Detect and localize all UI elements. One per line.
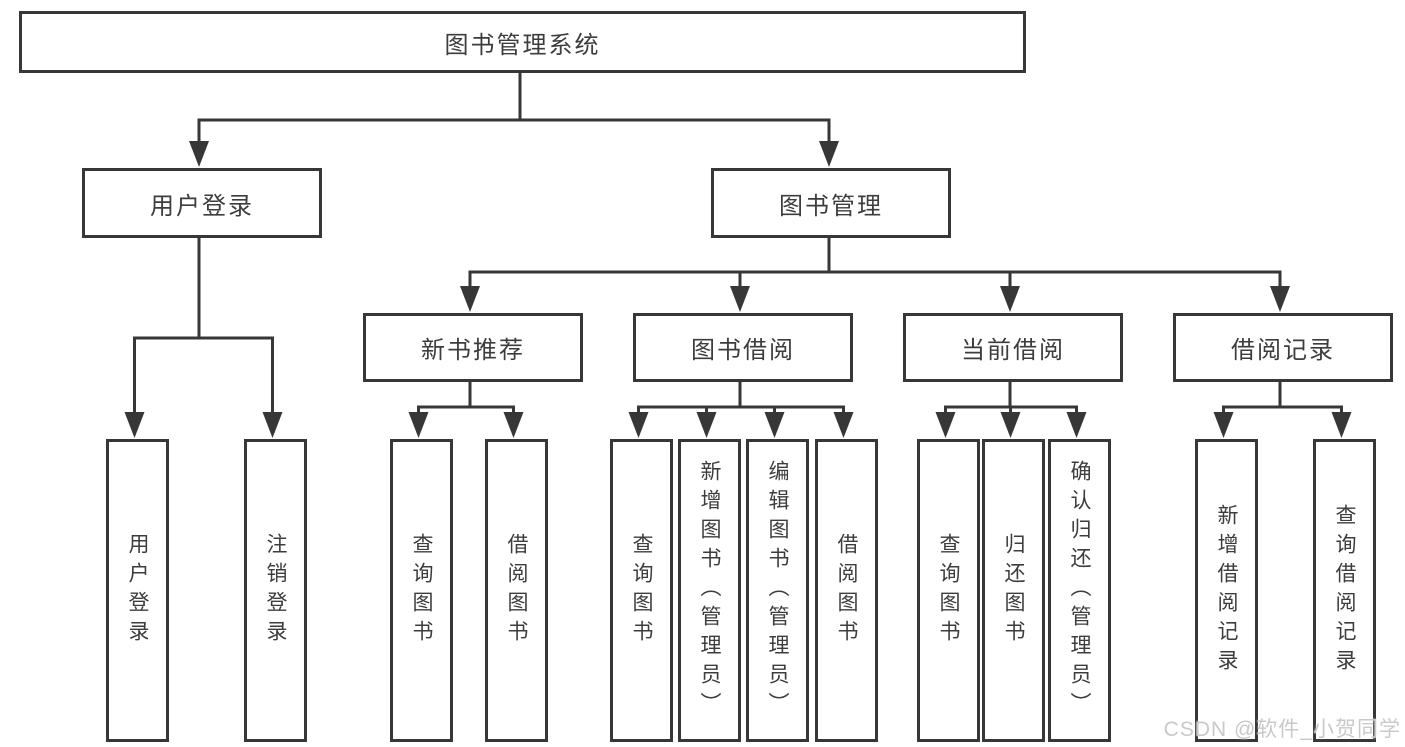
arrow-down-icon <box>1270 286 1290 312</box>
watermark: CSDN @软件_小贺同学 <box>1163 718 1401 741</box>
arrow-down-icon <box>1331 412 1352 438</box>
arrow-down-icon <box>189 141 209 167</box>
node-label: 查询图书 <box>937 532 961 649</box>
node-label: 借阅记录 <box>1231 337 1335 364</box>
node-label: 编辑图书（管理员） <box>766 460 790 721</box>
connector-line <box>637 374 845 422</box>
node-leaf-query-books-1: 查询图书 <box>390 439 453 742</box>
arrow-down-icon <box>1000 286 1020 312</box>
arrow-down-icon <box>819 141 839 167</box>
connector-line <box>197 65 831 152</box>
arrow-down-icon <box>1066 412 1087 438</box>
node-leaf-edit-books-admin: 编辑图书（管理员） <box>746 439 809 742</box>
node-leaf-borrow-books-1: 借阅图书 <box>485 439 548 742</box>
arrow-down-icon <box>124 412 145 438</box>
arrow-down-icon <box>935 412 956 438</box>
node-borrowing-records: 借阅记录 <box>1173 313 1393 382</box>
node-current-borrowing: 当前借阅 <box>903 313 1123 382</box>
connector-line <box>417 374 515 422</box>
node-label: 图书管理 <box>779 192 883 220</box>
node-leaf-add-books-admin: 新增图书（管理员） <box>678 439 741 742</box>
node-label: 当前借阅 <box>961 337 1065 364</box>
connector-line <box>133 230 274 422</box>
node-leaf-return-books: 归还图书 <box>982 439 1045 742</box>
arrow-down-icon <box>730 286 750 312</box>
node-leaf-query-books-3: 查询图书 <box>917 439 980 742</box>
node-leaf-borrow-books-2: 借阅图书 <box>815 439 878 742</box>
node-label: 注销登录 <box>264 532 288 649</box>
node-book-borrowing: 图书借阅 <box>633 313 853 382</box>
node-label: 查询图书 <box>410 532 434 649</box>
node-leaf-query-books-2: 查询图书 <box>610 439 673 742</box>
node-label: 新增借阅记录 <box>1215 503 1239 678</box>
node-label: 借阅图书 <box>835 532 859 649</box>
node-leaf-confirm-return-admin: 确认归还（管理员） <box>1048 439 1111 742</box>
node-leaf-user-login: 用户登录 <box>106 439 169 742</box>
node-label: 确认归还（管理员） <box>1068 460 1092 721</box>
arrow-down-icon <box>1213 412 1234 438</box>
node-user-login: 用户登录 <box>82 168 322 238</box>
node-label: 用户登录 <box>150 192 254 220</box>
node-label: 新书推荐 <box>421 337 525 364</box>
node-label: 查询借阅记录 <box>1333 503 1357 678</box>
node-label: 新增图书（管理员） <box>698 460 722 721</box>
node-label: 图书借阅 <box>691 337 795 364</box>
connector-line <box>1222 374 1343 422</box>
node-new-book-recommend: 新书推荐 <box>363 313 583 382</box>
arrow-down-icon <box>460 286 480 312</box>
arrow-down-icon <box>764 412 785 438</box>
arrow-down-icon <box>1000 412 1021 438</box>
node-label: 借阅图书 <box>505 532 529 649</box>
connector-line <box>468 231 1282 297</box>
arrow-down-icon <box>408 412 429 438</box>
node-leaf-logout: 注销登录 <box>244 439 307 742</box>
node-leaf-query-borrow-record: 查询借阅记录 <box>1313 439 1376 742</box>
node-label: 用户登录 <box>126 532 150 649</box>
arrow-down-icon <box>696 412 717 438</box>
arrow-down-icon <box>628 412 649 438</box>
node-label: 归还图书 <box>1002 532 1026 649</box>
node-book-management: 图书管理 <box>711 168 951 238</box>
arrow-down-icon <box>262 412 283 438</box>
node-root: 图书管理系统 <box>19 11 1026 73</box>
arrow-down-icon <box>503 412 524 438</box>
node-label: 查询图书 <box>630 532 654 649</box>
arrow-down-icon <box>833 412 854 438</box>
node-label: 图书管理系统 <box>444 31 601 59</box>
node-leaf-add-borrow-record: 新增借阅记录 <box>1195 439 1258 742</box>
